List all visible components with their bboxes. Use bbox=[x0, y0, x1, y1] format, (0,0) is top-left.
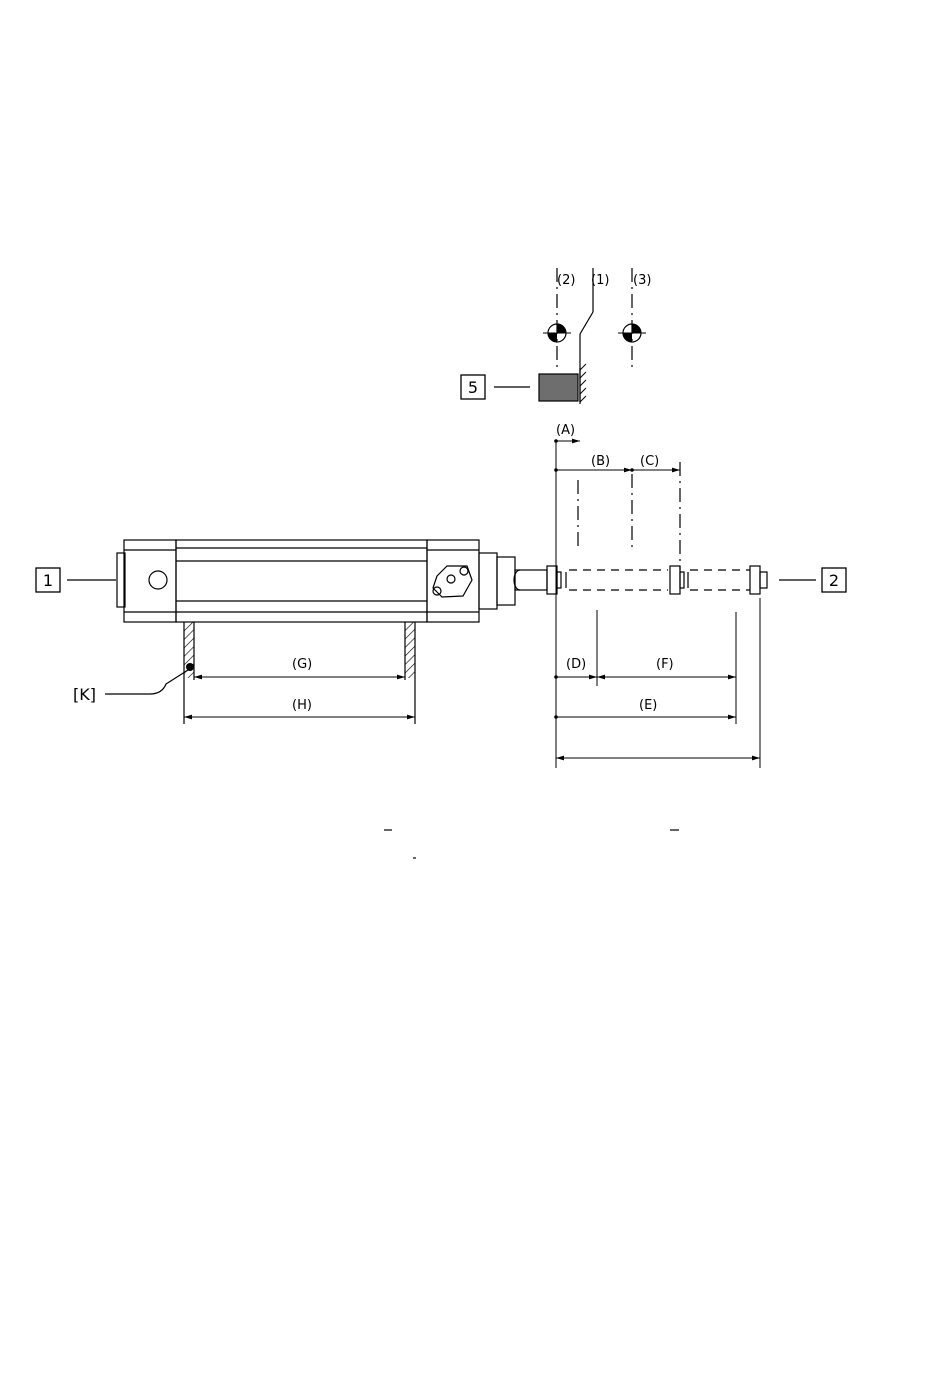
svg-text:(D): (D) bbox=[566, 657, 586, 672]
sensor-position-3: (3) bbox=[618, 268, 651, 372]
mounting-support-right bbox=[405, 622, 415, 724]
stop-block bbox=[494, 364, 586, 404]
svg-text:5: 5 bbox=[468, 378, 478, 397]
dimension-c: (C) bbox=[630, 454, 680, 570]
k-label: [K] bbox=[73, 685, 96, 704]
dimension-d: (D) bbox=[554, 657, 597, 679]
dimension-b: (B) bbox=[554, 454, 632, 548]
svg-text:(H): (H) bbox=[292, 698, 312, 713]
callout-5: 5 bbox=[461, 375, 485, 399]
position-label-3: (3) bbox=[633, 273, 651, 288]
k-leader bbox=[105, 670, 188, 694]
dimension-f: (F) bbox=[597, 657, 736, 677]
svg-text:(B): (B) bbox=[591, 454, 610, 469]
svg-text:2: 2 bbox=[829, 571, 839, 590]
dimension-h: (H) bbox=[184, 698, 415, 717]
rod-nut-middle bbox=[670, 566, 688, 594]
cylinder-body bbox=[117, 540, 547, 622]
svg-text:(E): (E) bbox=[639, 698, 657, 713]
svg-text:1: 1 bbox=[43, 571, 53, 590]
mounting-support-left bbox=[184, 622, 194, 724]
position-label-2: (2) bbox=[557, 273, 575, 288]
rod-nut-start bbox=[547, 566, 566, 594]
position-label-1: (1) bbox=[591, 273, 609, 288]
rod-nut-end bbox=[750, 566, 767, 594]
dimension-a: (A) bbox=[554, 423, 580, 768]
callout-1: 1 bbox=[36, 568, 60, 592]
callout-2: 2 bbox=[822, 568, 846, 592]
svg-text:(A): (A) bbox=[556, 423, 575, 438]
dimension-g: (G) bbox=[194, 657, 405, 677]
svg-text:(F): (F) bbox=[656, 657, 674, 672]
svg-text:(C): (C) bbox=[640, 454, 659, 469]
sensor-position-2: (2) bbox=[543, 268, 575, 372]
port-icon bbox=[149, 571, 167, 589]
svg-text:(G): (G) bbox=[292, 657, 312, 672]
stroke-dashed-rod bbox=[569, 570, 750, 590]
dimension-e: (E) bbox=[554, 698, 736, 719]
